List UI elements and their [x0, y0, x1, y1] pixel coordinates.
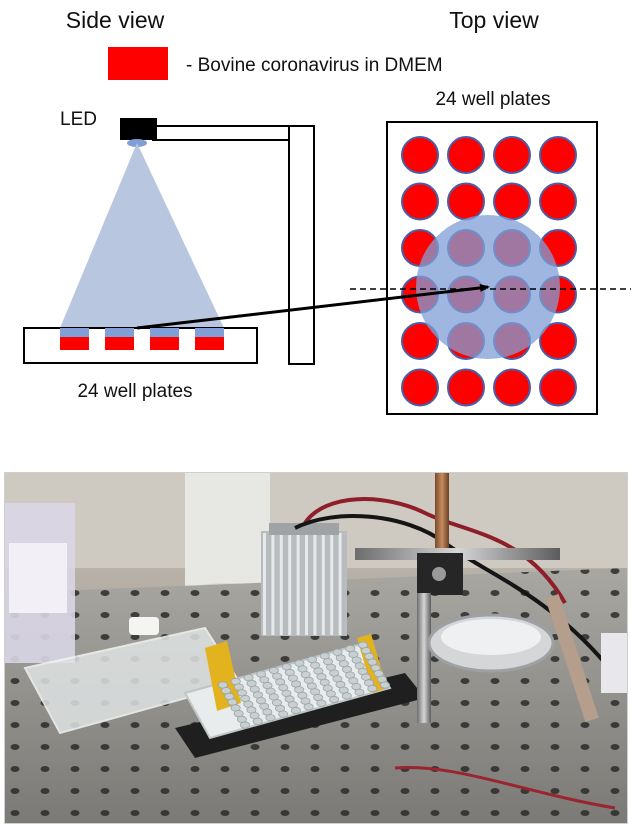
- photo-heatsink-fin: [263, 533, 266, 635]
- side-view-plate-label: 24 well plates: [77, 381, 192, 402]
- top-view-well: [493, 136, 531, 174]
- photo-well: [316, 699, 327, 707]
- top-view-well: [493, 368, 531, 407]
- top-view-well: [447, 182, 485, 221]
- photo-copper-rod: [435, 473, 449, 568]
- photo-well: [252, 717, 263, 725]
- photo-well: [290, 706, 301, 715]
- side-view-well: [195, 337, 224, 350]
- photo-well-grid: [217, 641, 390, 729]
- photo-well: [354, 688, 365, 696]
- side-view-light-layer: [150, 328, 179, 337]
- projection-arrow: [136, 283, 490, 330]
- photo-well: [379, 681, 390, 689]
- side-view-light-layer: [195, 328, 224, 337]
- legend-text: - Bovine coronavirus in DMEM: [186, 55, 443, 76]
- experiment-diagram: Side view Top view - Bovine coronavirus …: [23, 7, 631, 415]
- photo-right-bottle: [601, 633, 627, 693]
- photo-heatsink-fin: [288, 533, 292, 635]
- led-icon: [120, 118, 157, 140]
- photo-white-bottle: [185, 473, 270, 593]
- led-label: LED: [60, 109, 97, 130]
- photo-heatsink-fins: [263, 533, 342, 635]
- photo-well: [265, 714, 276, 722]
- photo-well: [329, 695, 340, 704]
- photo-heatsink-fin: [279, 533, 283, 635]
- photo-heatsink-fin: [296, 533, 300, 635]
- photo-left-bottle-label: [9, 543, 67, 613]
- photo-heatsink-fin: [330, 533, 334, 635]
- photo-heatsink-fin: [271, 533, 275, 635]
- photo-well: [341, 692, 352, 700]
- photo-vertical-rod: [417, 593, 431, 723]
- top-view-well: [447, 136, 485, 174]
- photo-heatsink-top: [269, 523, 339, 535]
- legend-swatch: [108, 47, 168, 80]
- top-view-title: Top view: [449, 7, 539, 33]
- side-view-light-layer: [105, 328, 134, 337]
- top-view-well: [447, 368, 485, 407]
- photo-right-ruler: [545, 594, 599, 722]
- photo-red-wire-bottom: [394, 765, 616, 810]
- top-view-well: [539, 182, 577, 221]
- photo-well: [303, 703, 314, 711]
- side-view-well: [150, 337, 179, 350]
- top-view-well: [401, 136, 439, 174]
- led-arm: [152, 125, 299, 141]
- photo-silver-dish-inner: [441, 619, 541, 655]
- top-view-plate-label: 24 well plates: [435, 89, 550, 110]
- side-view-wells: [60, 328, 224, 350]
- photo-heatsink-fin: [321, 533, 325, 635]
- photo-heatsink-fin: [305, 533, 308, 635]
- top-view-well: [401, 182, 439, 221]
- side-view-well: [105, 337, 134, 350]
- photo-heatsink-fin: [338, 533, 342, 635]
- top-view-well: [493, 182, 531, 221]
- side-view-title: Side view: [66, 7, 165, 33]
- photo-heatsink-fin: [313, 533, 317, 635]
- top-view-well: [539, 136, 577, 174]
- setup-photo: [4, 472, 628, 824]
- top-view-well: [401, 322, 439, 360]
- light-cone: [60, 143, 224, 328]
- stand-post: [288, 125, 315, 365]
- photo-white-cap: [129, 617, 159, 635]
- photo-well: [367, 685, 378, 693]
- top-view-well: [539, 322, 577, 360]
- photo-well: [239, 721, 250, 729]
- top-view-well: [539, 368, 577, 407]
- top-view-well: [401, 368, 439, 407]
- photo-clamp-screw: [432, 567, 446, 581]
- photo-well: [278, 710, 289, 718]
- side-view-well: [60, 337, 89, 350]
- side-view-light-layer: [60, 328, 89, 337]
